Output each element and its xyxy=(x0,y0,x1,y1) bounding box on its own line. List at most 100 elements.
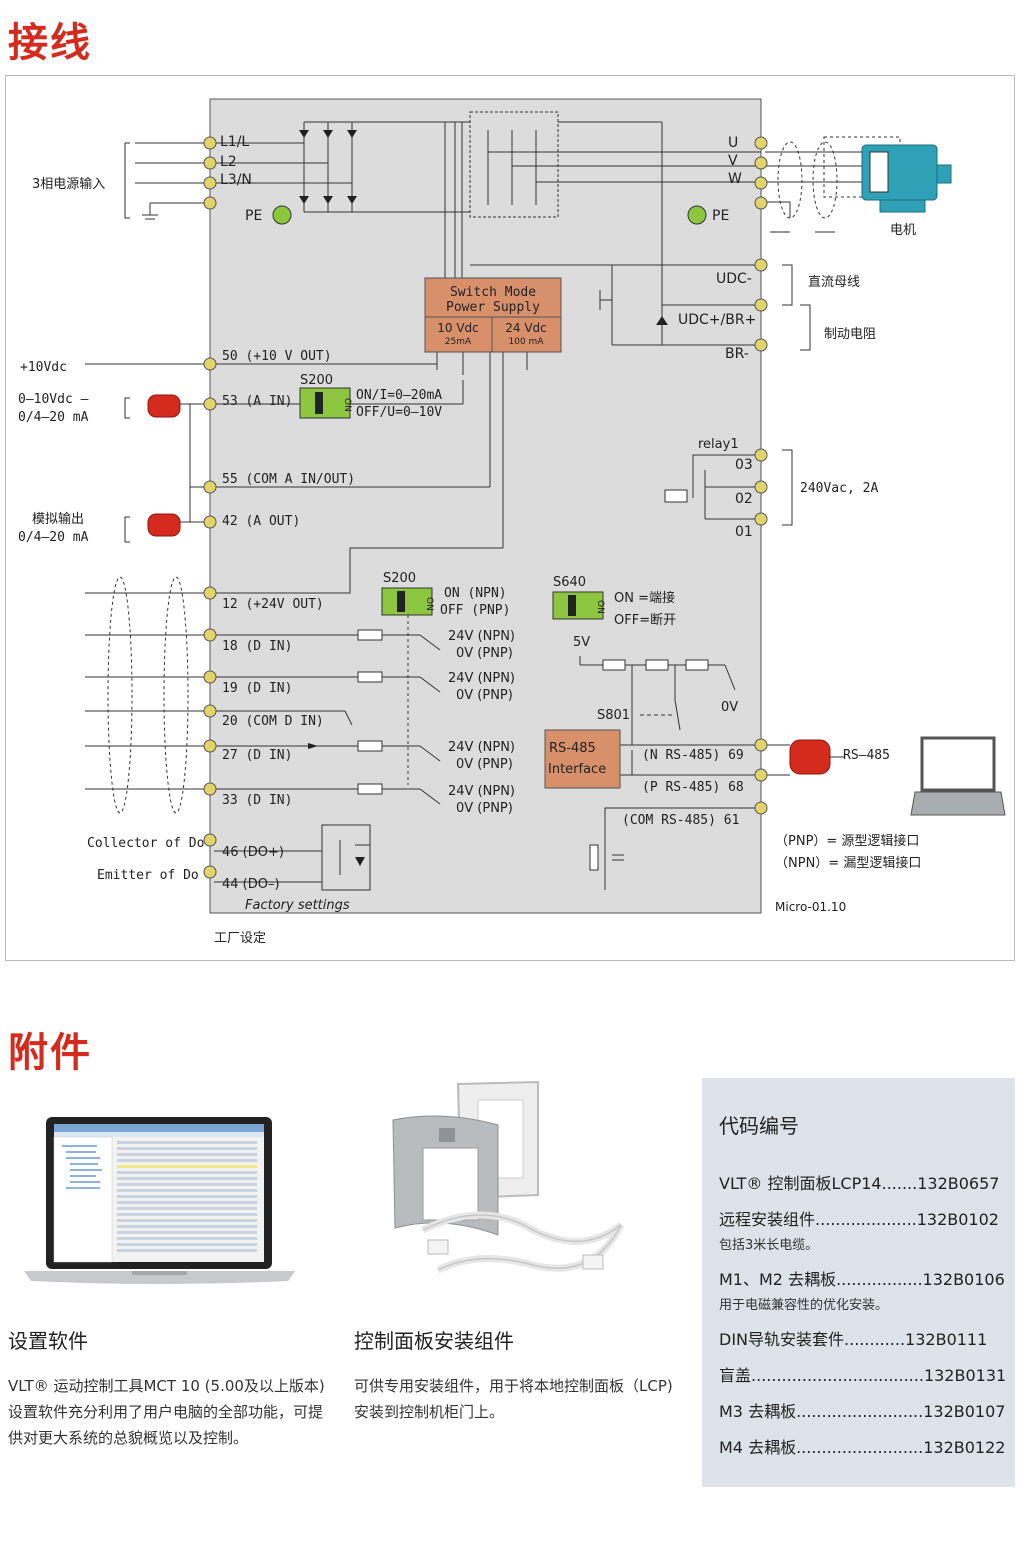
terminal-w: W xyxy=(728,171,742,187)
relay-03: 03 xyxy=(735,457,753,473)
code-number: 132B0102 xyxy=(916,1210,999,1229)
s640-label: S640 xyxy=(553,575,586,590)
code-name: M3 去耦板 xyxy=(719,1402,797,1421)
relay-label: relay1 xyxy=(698,437,739,452)
code-name: 远程安装组件 xyxy=(719,1210,816,1229)
smps-24v-ma: 100 mA xyxy=(509,337,545,347)
code-number: 132B0131 xyxy=(923,1366,1007,1385)
di18-npn: 24V (NPN) xyxy=(448,629,515,644)
terminal-27: 27 (D IN) xyxy=(222,748,292,763)
wiring-title: 接线 xyxy=(8,20,92,66)
terminal-l1: L1/L xyxy=(220,134,249,150)
s200-a-label: S200 xyxy=(300,373,333,388)
zero-v-label: 0V xyxy=(721,700,738,715)
terminal-u: U xyxy=(728,135,738,151)
terminal-br-minus: BR- xyxy=(725,346,749,362)
pe-label-right: PE xyxy=(712,208,729,224)
smps-line2: Power Supply xyxy=(446,300,540,315)
terminal-44: 44 (DO–) xyxy=(222,877,280,892)
code-number: 132B0111 xyxy=(905,1330,988,1349)
relay-02: 02 xyxy=(735,491,753,507)
terminal-udc-minus: UDC- xyxy=(716,271,752,287)
code-number: 132B0107 xyxy=(923,1402,1006,1421)
software-caption: 设置软件 xyxy=(8,1329,88,1353)
s200-b-on: ON (NPN) xyxy=(444,586,507,601)
terminal-l2: L2 xyxy=(220,154,237,170)
terminal-18: 18 (D IN) xyxy=(222,639,292,654)
mount-kit-description: 可供专用安装组件，用于将本地控制面板（LCP) 安装到控制机柜门上。 xyxy=(354,1377,673,1421)
terminal-33: 33 (D IN) xyxy=(222,793,292,808)
code-leader: ......................... xyxy=(796,1438,924,1457)
pnp-note: （PNP）= 源型逻辑接口 xyxy=(775,833,919,849)
code-name: VLT® 控制面板LCP14 xyxy=(719,1174,882,1193)
code-note: 用于电磁兼容性的优化安装。 xyxy=(719,1298,889,1313)
rs485-box-2: Interface xyxy=(548,762,606,777)
code-note: 包括3米长电缆。 xyxy=(719,1238,819,1253)
relay-rating: 240Vac, 2A xyxy=(800,481,878,496)
terminal-19: 19 (D IN) xyxy=(222,681,292,696)
terminal-61: (COM RS-485) 61 xyxy=(622,813,739,828)
smps-24v: 24 Vdc xyxy=(505,321,547,335)
npn-note: （NPN）= 漏型逻辑接口 xyxy=(775,855,921,871)
terminal-12: 12 (+24V OUT) xyxy=(222,597,324,612)
wiring-diagram: 3相电源输入 L1/L L2 L3/N PE PE U V W 电机 UDC- … xyxy=(18,98,1006,946)
terminal-20: 20 (COM D IN) xyxy=(222,714,324,729)
code-leader: .................................. xyxy=(751,1366,924,1385)
code-row-m1m2-plate: M1、M2 去耦板.................132B0106 用于电磁兼… xyxy=(719,1266,1005,1313)
aout-label-2: 0/4–20 mA xyxy=(18,530,89,545)
motor-label: 电机 xyxy=(890,223,916,238)
code-name: DIN导轨安装套件 xyxy=(719,1330,845,1349)
ain-label-2: 0/4–20 mA xyxy=(18,410,89,425)
plus10-label: +10Vdc xyxy=(20,360,67,375)
di18-pnp: 0V (PNP) xyxy=(456,646,513,661)
code-row-m4-plate: M4 去耦板.........................132B0122 xyxy=(719,1434,1005,1458)
code-number: 132B0657 xyxy=(917,1174,1000,1193)
s640-on-mark: ON xyxy=(595,600,605,614)
smps-10v: 10 Vdc xyxy=(437,321,479,335)
di27-pnp: 0V (PNP) xyxy=(456,757,513,772)
code-leader: ................. xyxy=(836,1270,923,1289)
terminal-50: 50 (+10 V OUT) xyxy=(222,349,332,364)
s801-label: S801 xyxy=(597,708,630,723)
brake-resistor-label: 制动电阻 xyxy=(824,327,876,342)
code-name: M4 去耦板 xyxy=(719,1438,797,1457)
model-label: Micro-01.10 xyxy=(775,900,846,914)
terminal-53: 53 (A IN) xyxy=(222,394,292,409)
di27-npn: 24V (NPN) xyxy=(448,740,515,755)
accessories-title: 附件 xyxy=(8,1030,92,1076)
order-codes-title: 代码编号 xyxy=(719,1114,799,1138)
ain-label-1: 0–10Vdc – xyxy=(18,392,89,407)
terminal-v: V xyxy=(728,153,738,169)
five-v-label: 5V xyxy=(573,635,590,650)
rs485-box-1: RS-485 xyxy=(549,741,596,756)
code-leader: ............ xyxy=(844,1330,906,1349)
aout-label-1: 模拟输出 xyxy=(32,511,84,527)
terminal-46: 46 (DO+) xyxy=(222,845,284,860)
s200-b-off: OFF (PNP) xyxy=(440,603,510,618)
pe-label-left: PE xyxy=(245,208,262,224)
di19-npn: 24V (NPN) xyxy=(448,671,515,686)
code-row-din-rail: DIN导轨安装套件............132B0111 xyxy=(719,1326,999,1350)
factory-cn: 工厂设定 xyxy=(214,931,266,946)
s200-a-on-mark: ON xyxy=(342,398,352,412)
s200-b-label: S200 xyxy=(383,571,416,586)
di33-npn: 24V (NPN) xyxy=(448,784,515,799)
smps-line1: Switch Mode xyxy=(450,285,536,300)
code-leader: ....... xyxy=(881,1174,918,1193)
code-name: 盲盖 xyxy=(719,1366,752,1385)
code-row-remote-kit: 远程安装组件....................132B0102 包括3米长… xyxy=(719,1206,999,1253)
mount-kit-image xyxy=(392,1080,625,1274)
order-codes-panel: 代码编号 VLT® 控制面板LCP14.......132B0657 远程安装组… xyxy=(702,1078,1015,1487)
s640-off: OFF=断开 xyxy=(614,613,676,628)
code-leader: ......................... xyxy=(796,1402,924,1421)
software-laptop-image xyxy=(24,1117,295,1284)
smps-10v-ma: 25mA xyxy=(445,337,472,347)
s640-on: ON =端接 xyxy=(614,590,675,606)
software-description: VLT® 运动控制工具MCT 10 (5.00及以上版本) 设置软件充分利用了用… xyxy=(8,1377,325,1447)
code-number: 132B0122 xyxy=(923,1438,1006,1457)
code-row-m3-plate: M3 去耦板.........................132B0107 xyxy=(719,1398,1005,1422)
terminal-69: (N RS-485) 69 xyxy=(642,748,744,763)
dc-bus-label: 直流母线 xyxy=(808,275,860,290)
factory-settings: Factory settings xyxy=(245,898,350,913)
code-row-lcp14: VLT® 控制面板LCP14.......132B0657 xyxy=(719,1170,999,1194)
